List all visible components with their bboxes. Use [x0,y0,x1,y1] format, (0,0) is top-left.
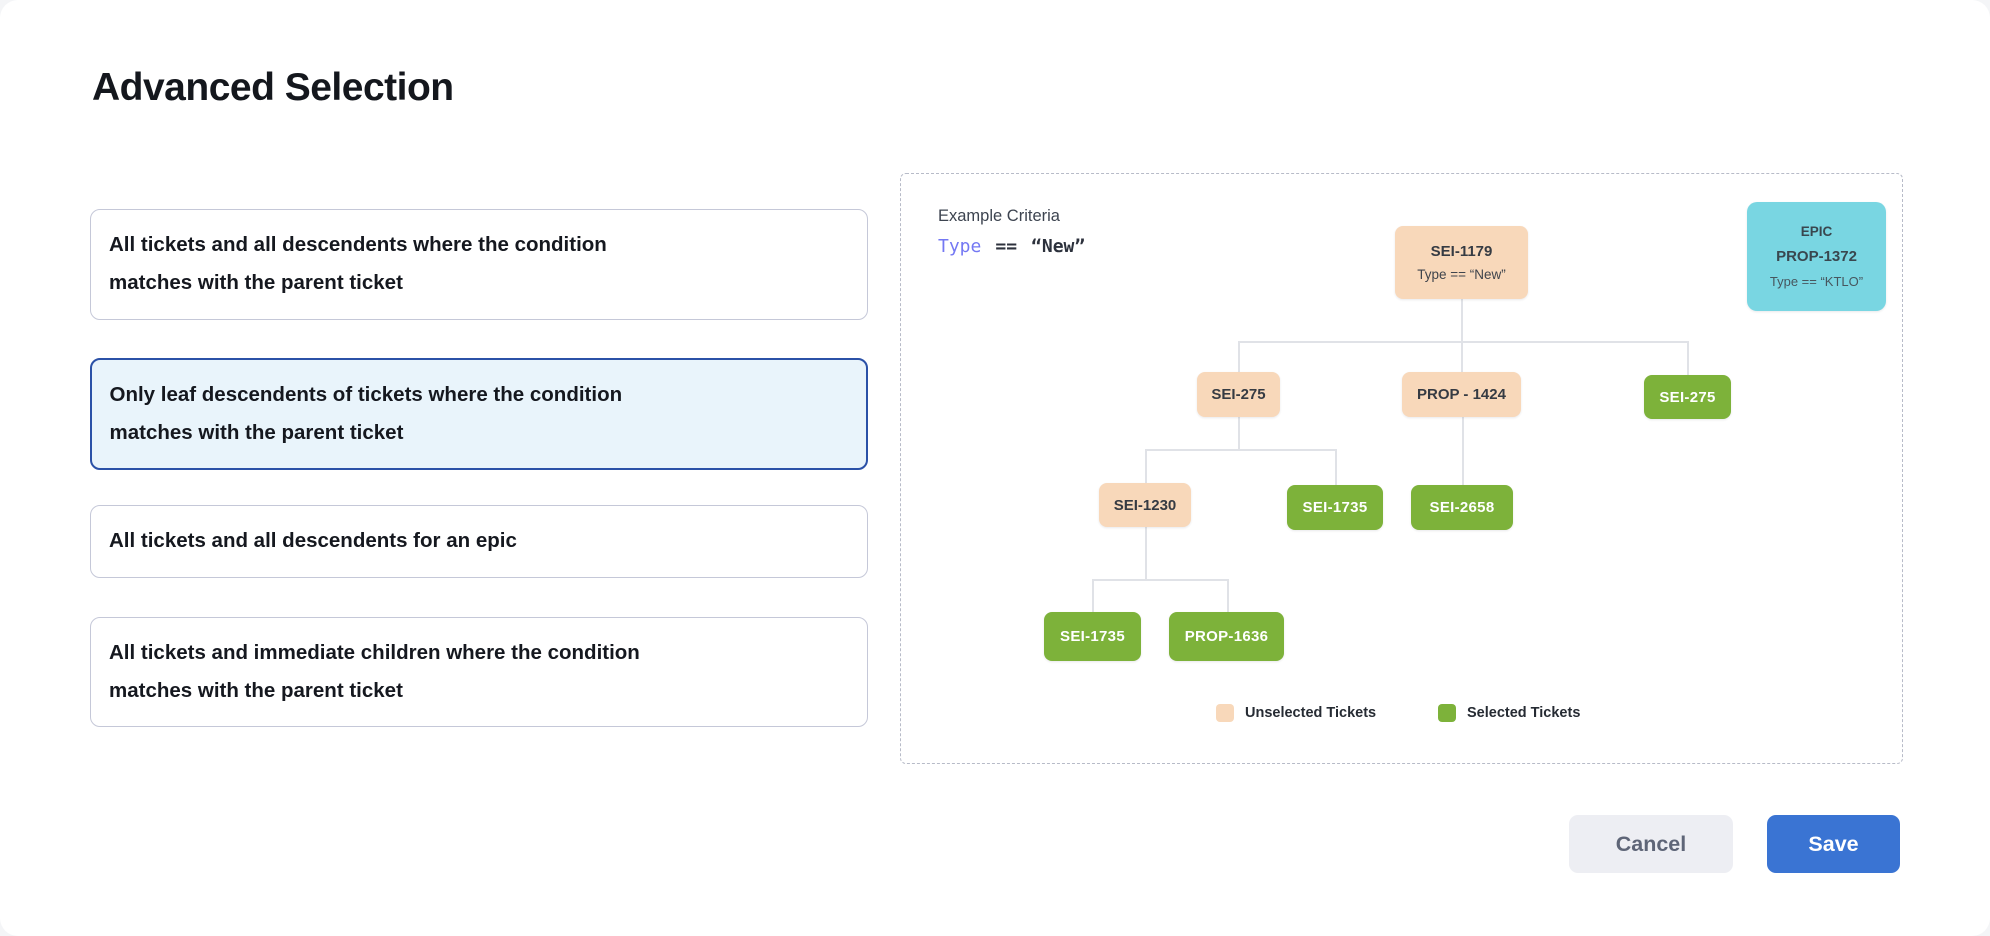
ticket-node: SEI-275 [1197,372,1280,417]
connector-line [1238,341,1240,372]
criteria-operator: == [995,236,1018,257]
ticket-criteria: Type == “New” [1417,267,1506,282]
connector-line [1092,579,1094,612]
ticket-node: SEI-1230 [1099,483,1191,527]
ticket-node: PROP-1636 [1169,612,1284,661]
legend-unselected: Unselected Tickets [1216,704,1376,722]
option-epic-descendants[interactable]: All tickets and all descendents for an e… [90,505,868,578]
connector-line [1335,449,1337,485]
ticket-node-root: SEI-1179 Type == “New” [1395,226,1528,299]
ticket-node: SEI-275 [1644,375,1731,419]
save-button[interactable]: Save [1767,815,1900,873]
connector-line [1145,449,1335,451]
connector-line [1238,341,1687,343]
connector-line [1238,417,1240,449]
ticket-node: PROP - 1424 [1402,372,1521,417]
connector-line [1462,417,1464,485]
connector-line [1227,579,1229,612]
connector-line [1461,299,1463,372]
option-all-descendants[interactable]: All tickets and all descendents where th… [90,209,868,320]
ticket-id: PROP-1372 [1776,248,1857,265]
legend-label: Selected Tickets [1467,705,1581,721]
unselected-swatch-icon [1216,704,1234,722]
epic-tag: EPIC [1800,224,1833,239]
cancel-button[interactable]: Cancel [1569,815,1733,873]
option-label-line: All tickets and immediate children where… [109,641,640,664]
example-criteria-heading: Example Criteria [938,207,1060,225]
connector-line [1092,579,1227,581]
epic-card: EPIC PROP-1372 Type == “KTLO” [1747,202,1886,311]
ticket-node: SEI-1735 [1044,612,1141,661]
option-label-line: matches with the parent ticket [109,679,403,702]
page-title: Advanced Selection [92,66,454,109]
example-panel: Example Criteria Type == “New” SEI-1179 Ty… [900,173,1903,764]
option-label-line: All tickets and all descendents for an e… [109,529,517,552]
legend-label: Unselected Tickets [1245,705,1377,721]
connector-line [1145,449,1147,483]
ticket-id: SEI-1179 [1430,243,1493,260]
selected-swatch-icon [1438,704,1456,722]
option-label-line: matches with the parent ticket [109,271,403,294]
option-label-line: All tickets and all descendents where th… [109,233,607,256]
legend-selected: Selected Tickets [1438,704,1580,722]
criteria-field: Type [938,236,982,257]
option-leaf-descendants[interactable]: Only leaf descendents of tickets where t… [90,358,868,470]
ticket-node: SEI-2658 [1411,485,1513,530]
connector-line [1687,341,1689,375]
ticket-criteria: Type == “KTLO” [1769,274,1864,289]
criteria-expression: Type == “New” [938,236,1085,257]
connector-line [1145,527,1147,579]
option-label-line: Only leaf descendents of tickets where t… [109,382,623,406]
option-label-line: matches with the parent ticket [109,420,404,444]
ticket-node: SEI-1735 [1287,485,1383,530]
criteria-value: “New” [1031,236,1086,257]
option-immediate-children[interactable]: All tickets and immediate children where… [90,617,868,727]
